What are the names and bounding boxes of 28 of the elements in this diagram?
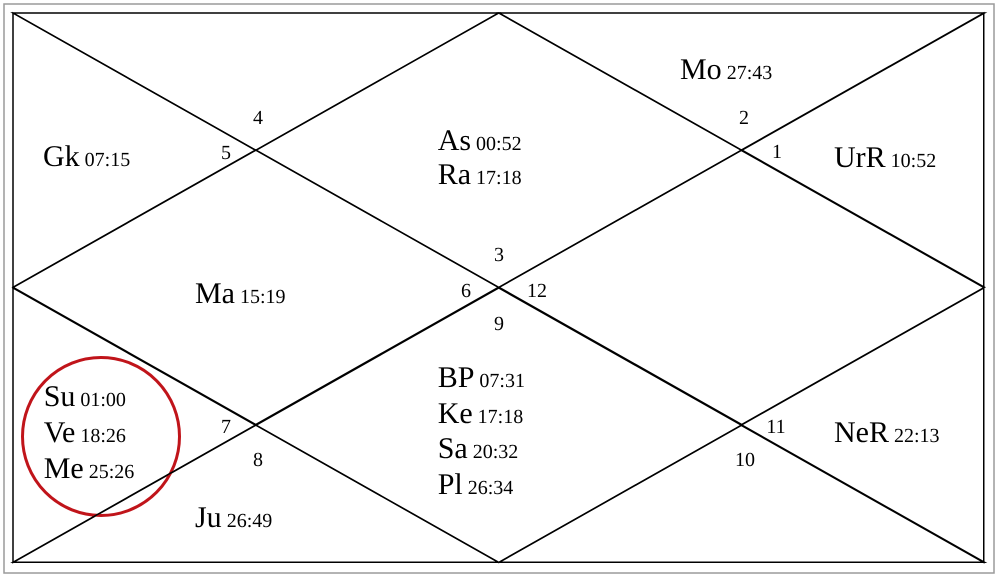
sign-number: 4 <box>253 108 263 128</box>
highlight-circle <box>20 356 180 516</box>
sign-number: 3 <box>494 245 504 266</box>
planet-degree: BP 07:31 <box>438 362 525 393</box>
planet-degree: UrR 10:52 <box>834 142 936 173</box>
planet-degree: As 00:52 <box>438 126 522 156</box>
sign-number: 6 <box>461 281 471 302</box>
planet-degree: Sa 20:32 <box>438 434 518 464</box>
planet-degree: Su 01:00 <box>44 382 126 412</box>
sign-number: 7 <box>221 417 231 438</box>
planet-degree: Mo 27:43 <box>680 54 772 85</box>
planet-degree: Me 25:26 <box>44 454 134 484</box>
sign-number: 8 <box>253 450 263 470</box>
planet-degree: Ra 17:18 <box>438 160 522 190</box>
sign-number: 5 <box>221 143 231 164</box>
sign-number: 9 <box>494 314 504 334</box>
planet-degree: NeR 22:13 <box>834 418 940 448</box>
planet-degree: Ve 18:26 <box>44 418 126 448</box>
sign-number: 1 <box>772 142 782 162</box>
sign-number: 10 <box>735 450 755 470</box>
sign-number: 12 <box>527 281 547 302</box>
planet-degree: Pl 26:34 <box>438 470 514 500</box>
planet-degree: Ke 17:18 <box>438 398 524 429</box>
planet-degree: Ju 26:49 <box>195 502 272 533</box>
planet-degree: Ma 15:19 <box>195 278 286 309</box>
sign-number: 2 <box>739 108 749 128</box>
planet-degree: Gk 07:15 <box>43 142 130 172</box>
sign-number: 11 <box>766 417 786 438</box>
